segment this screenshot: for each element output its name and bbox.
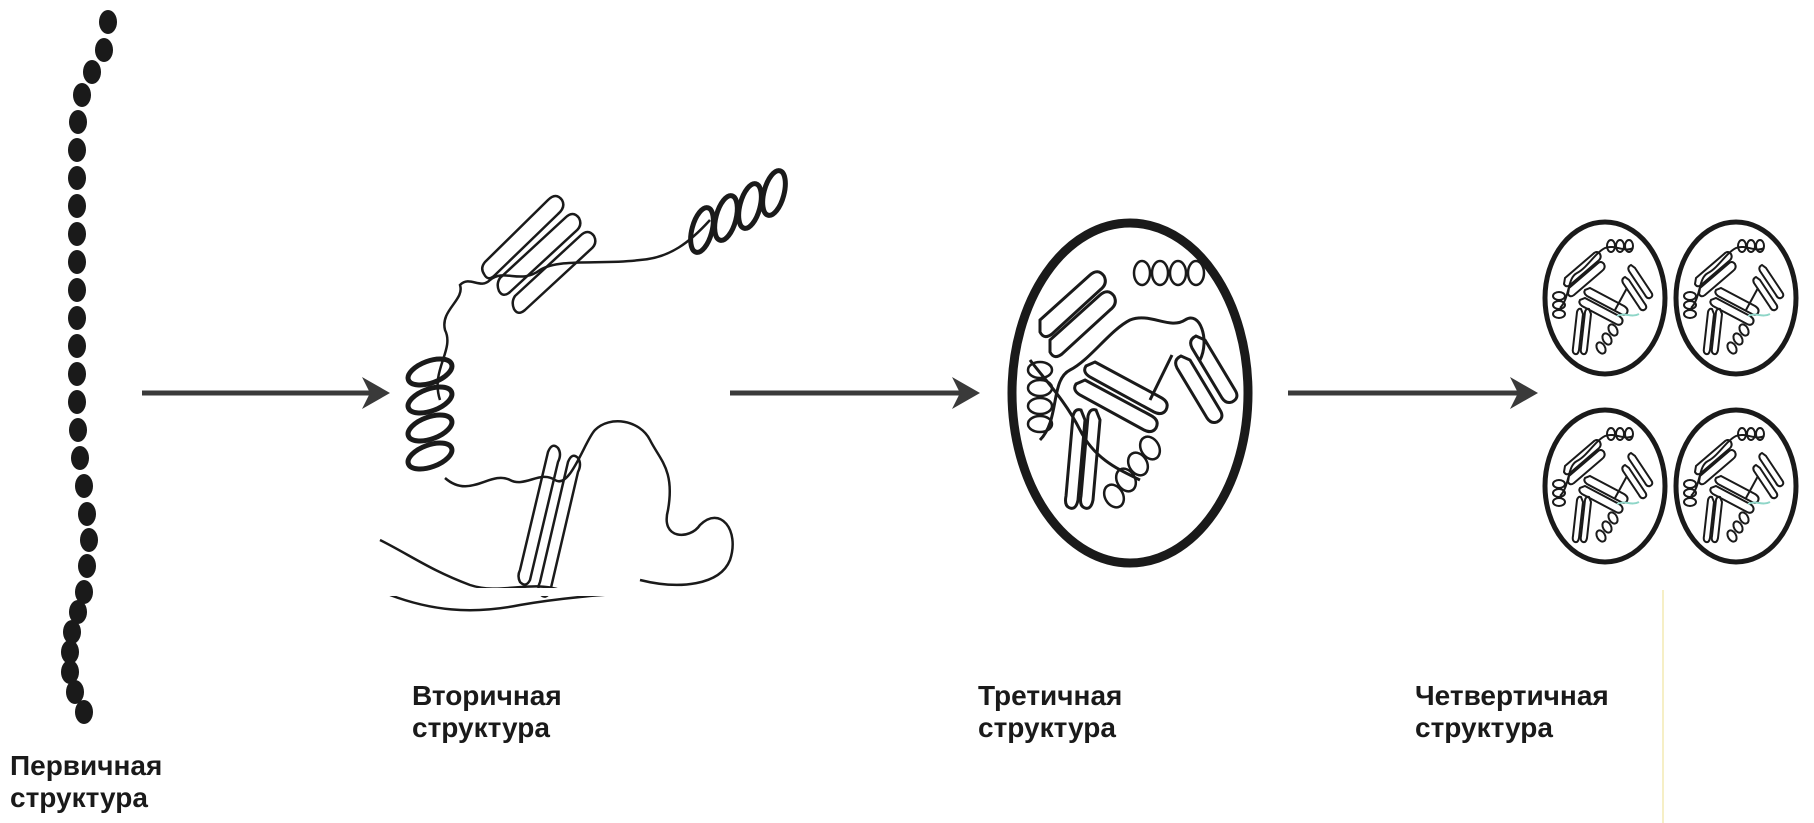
protein-subunit xyxy=(1676,222,1796,374)
amino-acid-bead xyxy=(68,250,86,274)
amino-acid-bead xyxy=(68,390,86,414)
protein-subunit xyxy=(1676,410,1796,562)
amino-acid-bead xyxy=(99,10,117,34)
protein-subunit xyxy=(1545,410,1665,562)
amino-acid-bead xyxy=(83,60,101,84)
label-tertiary-line1: Третичная xyxy=(978,680,1122,712)
amino-acid-bead xyxy=(80,528,98,552)
alpha-helix-top-right xyxy=(686,168,789,255)
amino-acid-bead xyxy=(69,110,87,134)
label-quaternary-line2: структура xyxy=(1415,712,1609,744)
quaternary-structure-drawing xyxy=(1545,222,1796,562)
amino-acid-bead xyxy=(68,166,86,190)
amino-acid-bead xyxy=(68,278,86,302)
label-quaternary-line1: Четвертичная xyxy=(1415,680,1609,712)
faint-vertical-line xyxy=(1662,590,1664,823)
label-secondary-structure: Вторичная структура xyxy=(412,680,562,744)
amino-acid-bead xyxy=(66,680,84,704)
label-secondary-line2: структура xyxy=(412,712,562,744)
label-secondary-line1: Вторичная xyxy=(412,680,562,712)
amino-acid-bead xyxy=(75,474,93,498)
protein-subunit xyxy=(1545,222,1665,374)
primary-structure-chain xyxy=(61,10,117,724)
arrow-primary-to-secondary xyxy=(142,377,390,409)
label-primary-line2: структура xyxy=(10,782,162,814)
amino-acid-bead xyxy=(71,446,89,470)
amino-acid-bead xyxy=(69,418,87,442)
tertiary-structure-drawing xyxy=(1012,223,1248,563)
label-tertiary-line2: структура xyxy=(978,712,1122,744)
amino-acid-bead xyxy=(78,502,96,526)
amino-acid-bead xyxy=(68,222,86,246)
arrow-secondary-to-tertiary xyxy=(730,377,980,409)
amino-acid-bead xyxy=(75,700,93,724)
label-primary-structure: Первичная структура xyxy=(10,750,162,814)
amino-acid-bead xyxy=(68,362,86,386)
amino-acid-bead xyxy=(68,334,86,358)
alpha-helix-left xyxy=(405,354,456,474)
secondary-structure-drawing xyxy=(380,168,790,610)
amino-acid-bead xyxy=(68,138,86,162)
label-tertiary-structure: Третичная структура xyxy=(978,680,1122,744)
amino-acid-bead xyxy=(68,306,86,330)
label-quaternary-structure: Четвертичная структура xyxy=(1415,680,1609,744)
amino-acid-bead xyxy=(78,554,96,578)
amino-acid-bead xyxy=(95,38,113,62)
label-primary-line1: Первичная xyxy=(10,750,162,782)
arrow-tertiary-to-quaternary xyxy=(1288,377,1538,409)
amino-acid-bead xyxy=(73,83,91,107)
amino-acid-bead xyxy=(68,194,86,218)
